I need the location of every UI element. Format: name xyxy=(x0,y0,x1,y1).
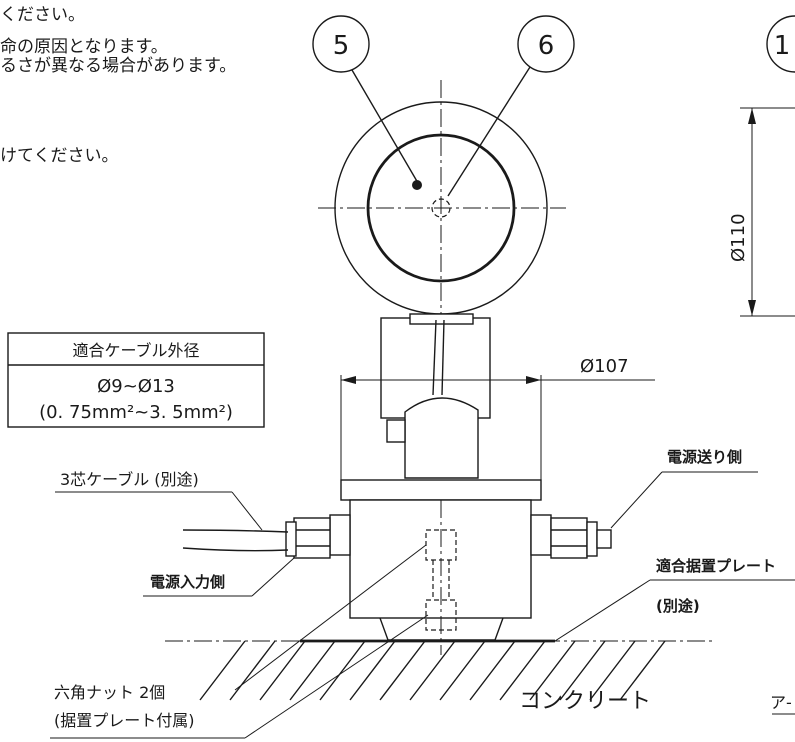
note-line-3: るさが異なる場合があります。 xyxy=(0,56,236,76)
main-body xyxy=(340,479,542,655)
stem-line-1 xyxy=(432,319,437,396)
nut-label-2: (据置プレート付属) xyxy=(54,711,195,730)
dim-110-label: Ø110 xyxy=(728,213,749,262)
cable-line-1 xyxy=(182,529,289,533)
hatch-7 xyxy=(379,640,426,701)
label-power-out: 電源送り側 xyxy=(610,448,758,529)
callout-6: 6 xyxy=(447,15,575,197)
hatch-3 xyxy=(259,640,306,701)
hatch-9 xyxy=(439,640,486,701)
body-flange xyxy=(340,479,542,501)
stem xyxy=(380,313,491,479)
callout-1-circle xyxy=(766,15,795,73)
hatch-14 xyxy=(589,640,636,701)
hatch-2 xyxy=(229,640,276,701)
dim-110-arrow-bottom xyxy=(748,300,756,316)
hatch-5 xyxy=(319,640,366,701)
hatch-4 xyxy=(289,640,336,701)
power-out-leader xyxy=(610,471,663,529)
cable xyxy=(182,529,289,552)
gauge-head xyxy=(318,80,566,318)
nut-leader-2 xyxy=(244,614,429,739)
label-power-in: 電源入力側 xyxy=(143,557,295,597)
gland-left xyxy=(285,514,351,559)
stem-housing xyxy=(404,397,479,479)
concrete-label: コンクリート xyxy=(519,689,651,714)
cable-label: 3芯ケーブル (別途) xyxy=(60,470,199,489)
hatch-10 xyxy=(469,640,516,701)
gland-left-base xyxy=(329,514,351,556)
cable-table: 適合ケーブル外径 Ø9~Ø13 (0. 75mm²~3. 5mm²) xyxy=(7,332,265,428)
cable-table-header: 適合ケーブル外径 xyxy=(72,341,199,360)
cable-table-row-2: (0. 75mm²~3. 5mm²) xyxy=(39,402,233,423)
callout-5-label: 5 xyxy=(333,31,350,61)
hatch-11 xyxy=(499,640,546,701)
power-in-label: 電源入力側 xyxy=(150,573,225,591)
hatch-13 xyxy=(559,640,606,701)
gauge-dot xyxy=(412,180,422,190)
cable-label-leader xyxy=(231,491,263,531)
dim-107-arrow-right xyxy=(526,376,541,384)
plate-sep-label: (別途) xyxy=(656,597,700,615)
dim-110-arrow-top xyxy=(748,108,756,124)
power-in-leader xyxy=(251,557,295,597)
gland-right-cap xyxy=(586,521,598,557)
dim-107-label: Ø107 xyxy=(580,356,629,377)
hatch-6 xyxy=(349,640,396,701)
callout-6-circle xyxy=(517,15,575,73)
note-line-4: けてください。 xyxy=(0,146,119,166)
ground: コンクリート xyxy=(165,639,715,714)
hatch-12 xyxy=(529,640,576,701)
stem-collar xyxy=(409,313,474,325)
stem-line-2 xyxy=(441,319,445,396)
hatching xyxy=(199,640,666,701)
hatch-1 xyxy=(199,640,246,701)
nut-leader-1 xyxy=(234,544,427,691)
note-line-2: 命の原因となります。 xyxy=(0,37,168,57)
callout-1: 1 xyxy=(766,15,795,73)
gland-left-nut xyxy=(293,517,331,559)
bottom-right-label: ア- xyxy=(770,693,792,712)
label-cable: 3芯ケーブル (別途) xyxy=(55,470,263,531)
hatch-15 xyxy=(619,640,666,701)
leader-5 xyxy=(351,69,419,184)
callout-1-label: 1 xyxy=(774,31,791,61)
cable-line-2 xyxy=(182,547,289,552)
hatch-8 xyxy=(409,640,456,701)
note-line-1: ください。 xyxy=(0,5,85,25)
plate-leader xyxy=(554,579,651,642)
notes-block: ください。 命の原因となります。 るさが異なる場合があります。 けてください。 xyxy=(0,5,236,166)
leader-6 xyxy=(447,66,531,197)
nut-label-1: 六角ナット 2個 xyxy=(54,683,165,702)
callout-6-label: 6 xyxy=(538,31,555,61)
plate-label: 適合据置プレート xyxy=(656,557,776,575)
power-out-label: 電源送り側 xyxy=(667,448,742,466)
gland-left-cap xyxy=(285,521,297,557)
callout-5-circle xyxy=(312,15,370,73)
gland-right-base xyxy=(530,514,552,556)
gland-right-nut xyxy=(550,517,588,559)
side-view-partial: Ø110 ア- xyxy=(728,107,795,715)
cable-table-frame xyxy=(7,332,265,428)
label-nut: 六角ナット 2個 (据置プレート付属) xyxy=(50,544,429,739)
callout-5: 5 xyxy=(312,15,419,184)
gland-right-plug xyxy=(596,529,612,549)
stem-side-lug xyxy=(386,419,406,443)
dim-107-arrow-left xyxy=(341,376,356,384)
gland-right xyxy=(530,514,612,559)
cable-table-row-1: Ø9~Ø13 xyxy=(97,376,175,397)
dim-107: Ø107 xyxy=(340,356,655,480)
label-plate: 適合据置プレート (別途) xyxy=(554,557,795,642)
